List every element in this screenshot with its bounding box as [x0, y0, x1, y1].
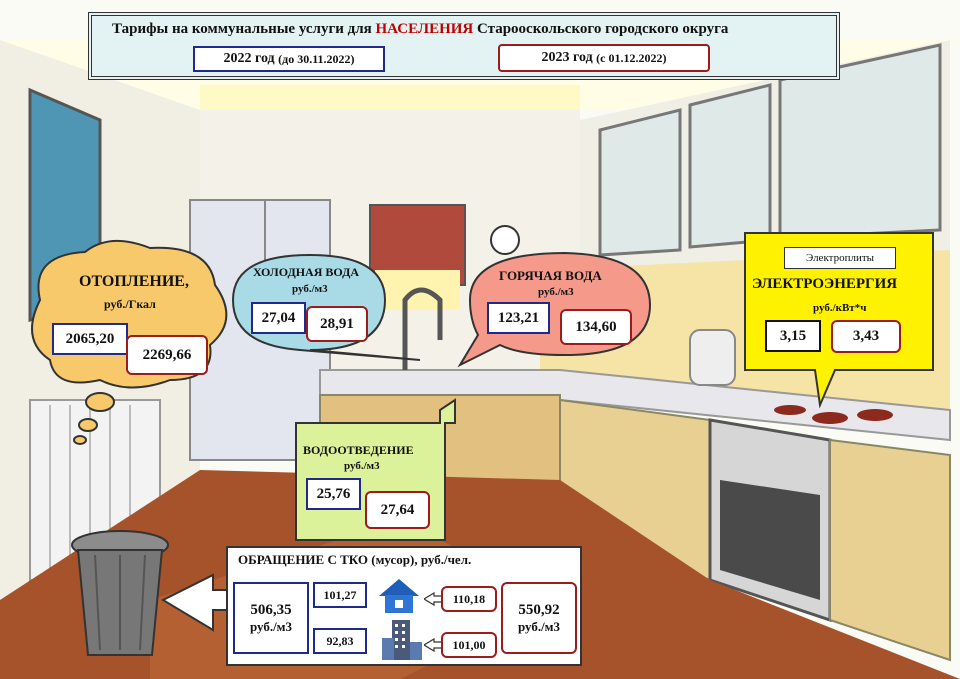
house-icon: [379, 579, 419, 613]
heating-2023-value: 2269,66: [126, 335, 208, 375]
heating-title: ОТОПЛЕНИЕ,: [79, 273, 189, 290]
drainage-unit: руб./м3: [344, 460, 380, 472]
hot-water-2022-value: 123,21: [487, 302, 550, 334]
house-arrow-icon: [424, 592, 442, 606]
hot-water-unit: руб./м3: [538, 286, 574, 298]
trash-can-icon: [71, 530, 169, 656]
heating-unit: руб./Гкал: [104, 297, 156, 311]
header-panel: [88, 12, 840, 80]
apartment-building-icon: [382, 620, 422, 660]
drainage-2022-value: 25,76: [306, 478, 361, 510]
hot-water-title: ГОРЯЧАЯ ВОДА: [499, 268, 602, 283]
period-2022-year: 2022 год: [223, 51, 275, 66]
title-highlight: НАСЕЛЕНИЯ: [375, 21, 474, 37]
period-2023-year: 2023 год: [541, 50, 593, 65]
cold-water-unit: руб./м3: [292, 283, 328, 295]
period-2023-note: (с 01.12.2022): [596, 50, 667, 65]
electricity-2022-value: 3,15: [765, 320, 821, 352]
hot-water-2023-value: 134,60: [560, 309, 632, 345]
waste-total-2022-unit: руб./м3: [249, 618, 293, 634]
waste-title: ОБРАЩЕНИЕ С ТКО (мусор), руб./чел.: [238, 552, 472, 567]
apartment-arrow-icon: [424, 638, 442, 652]
heating-2022-value: 2065,20: [52, 323, 128, 355]
cold-water-title: ХОЛОДНАЯ ВОДА: [253, 265, 360, 279]
period-2022-note: (до 30.11.2022): [278, 51, 355, 66]
waste-house-2023-value: 110,18: [441, 586, 497, 612]
cold-water-2022-value: 27,04: [251, 302, 306, 334]
electricity-unit: руб./кВт*ч: [813, 302, 867, 314]
waste-apartment-2023-value: 101,00: [441, 632, 497, 658]
waste-total-2022: 506,35 руб./м3: [233, 582, 309, 654]
drainage-title: ВОДООТВЕДЕНИЕ: [303, 443, 414, 457]
page-title: Тарифы на коммунальные услуги для НАСЕЛЕ…: [112, 21, 728, 38]
drainage-2023-value: 27,64: [365, 491, 430, 529]
waste-apartment-2022-value: 92,83: [313, 628, 367, 654]
electricity-2023-value: 3,43: [831, 320, 901, 353]
electricity-title: ЭЛЕКТРОЭНЕРГИЯ: [752, 276, 898, 292]
cold-water-2023-value: 28,91: [306, 306, 368, 342]
title-suffix: Старооскольского городского округа: [477, 21, 729, 37]
waste-total-2023: 550,92 руб./м3: [501, 582, 577, 654]
waste-house-2022-value: 101,27: [313, 582, 367, 608]
title-prefix: Тарифы на коммунальные услуги для: [112, 21, 372, 37]
waste-total-2023-unit: руб./м3: [517, 618, 561, 634]
period-2023-label: 2023 год (с 01.12.2022): [498, 44, 710, 72]
electricity-tag: Электроплиты: [784, 247, 896, 269]
waste-total-2022-value: 506,35: [250, 601, 292, 618]
waste-total-2023-value: 550,92: [518, 601, 560, 618]
period-2022-label: 2022 год (до 30.11.2022): [193, 46, 385, 72]
